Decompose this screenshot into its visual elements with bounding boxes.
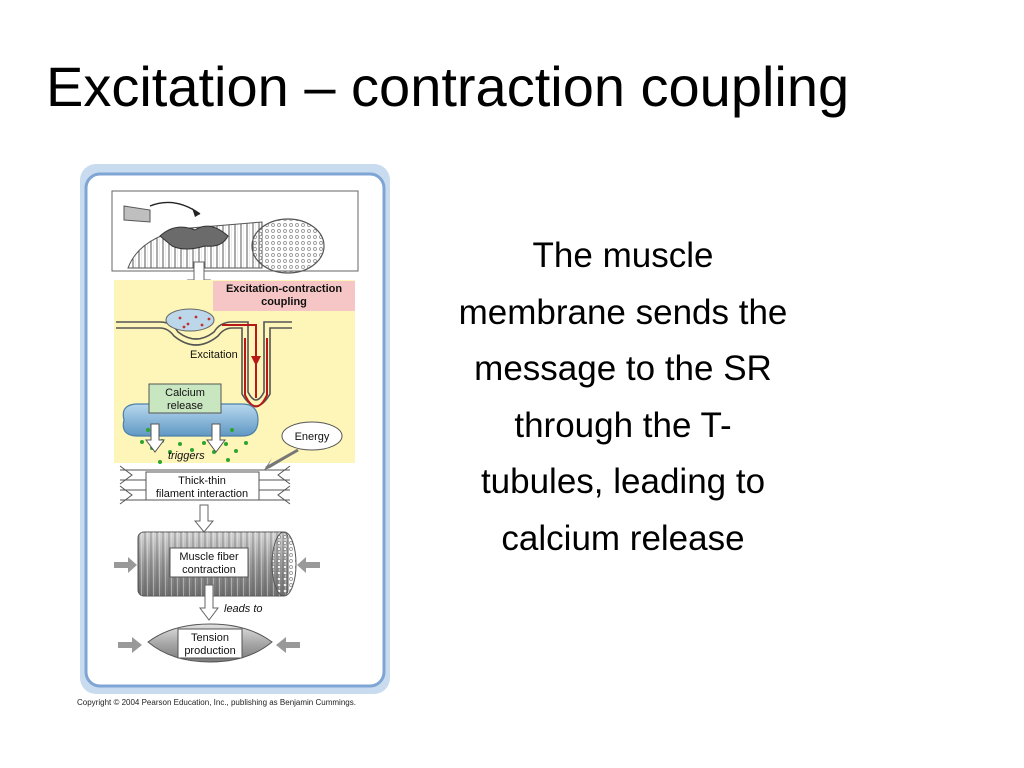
calcium-release-line2: release xyxy=(167,400,203,412)
copyright-notice: Copyright © 2004 Pearson Education, Inc.… xyxy=(77,698,356,707)
inward-arrow-right xyxy=(297,557,320,573)
inward-arrow-left xyxy=(114,557,137,573)
thick-thin-line1: Thick-thin xyxy=(178,475,226,487)
excitation-label: Excitation xyxy=(190,349,238,361)
energy-label: Energy xyxy=(295,431,330,443)
body-line: message to the SR xyxy=(474,349,772,388)
slide-title: Excitation – contraction coupling xyxy=(46,55,850,118)
triggers-label: triggers xyxy=(168,450,205,462)
axon xyxy=(123,205,151,223)
synaptic-vesicle xyxy=(165,308,215,332)
tension-line1: Tension xyxy=(191,632,229,644)
t-tubule-signal xyxy=(222,324,257,398)
ec-coupling-header-line2: coupling xyxy=(261,296,307,308)
body-line: through the T- xyxy=(514,405,732,445)
body-line: membrane sends the xyxy=(458,292,788,332)
down-arrow xyxy=(193,504,215,533)
outward-arrow-left xyxy=(118,637,142,653)
ec-coupling-header-line1: Excitation-contraction xyxy=(226,283,342,295)
leads-to-label: leads to xyxy=(224,603,263,615)
muscle-fiber-line2: contraction xyxy=(182,564,236,576)
ec-coupling-header xyxy=(213,281,355,311)
calcium-release-box xyxy=(148,383,222,414)
tension-box xyxy=(177,628,243,659)
body-line: calcium release xyxy=(501,518,745,558)
fiber-cross-section xyxy=(251,218,325,274)
thick-thin-box xyxy=(145,471,260,501)
calcium-release-line1: Calcium xyxy=(165,387,205,399)
slide-body-text: The muscle membrane sends the message to… xyxy=(400,228,846,567)
body-line: tubules, leading to xyxy=(480,462,766,501)
tension-line2: production xyxy=(184,645,235,657)
outward-arrow-right xyxy=(276,637,300,653)
thick-thin-line2: filament interaction xyxy=(156,488,248,500)
muscle-fiber-line1: Muscle fiber xyxy=(179,551,239,563)
energy-bubble xyxy=(281,421,343,451)
down-arrow xyxy=(199,584,219,621)
muscle-fiber-box xyxy=(169,547,249,578)
body-line: The muscle xyxy=(532,236,714,275)
